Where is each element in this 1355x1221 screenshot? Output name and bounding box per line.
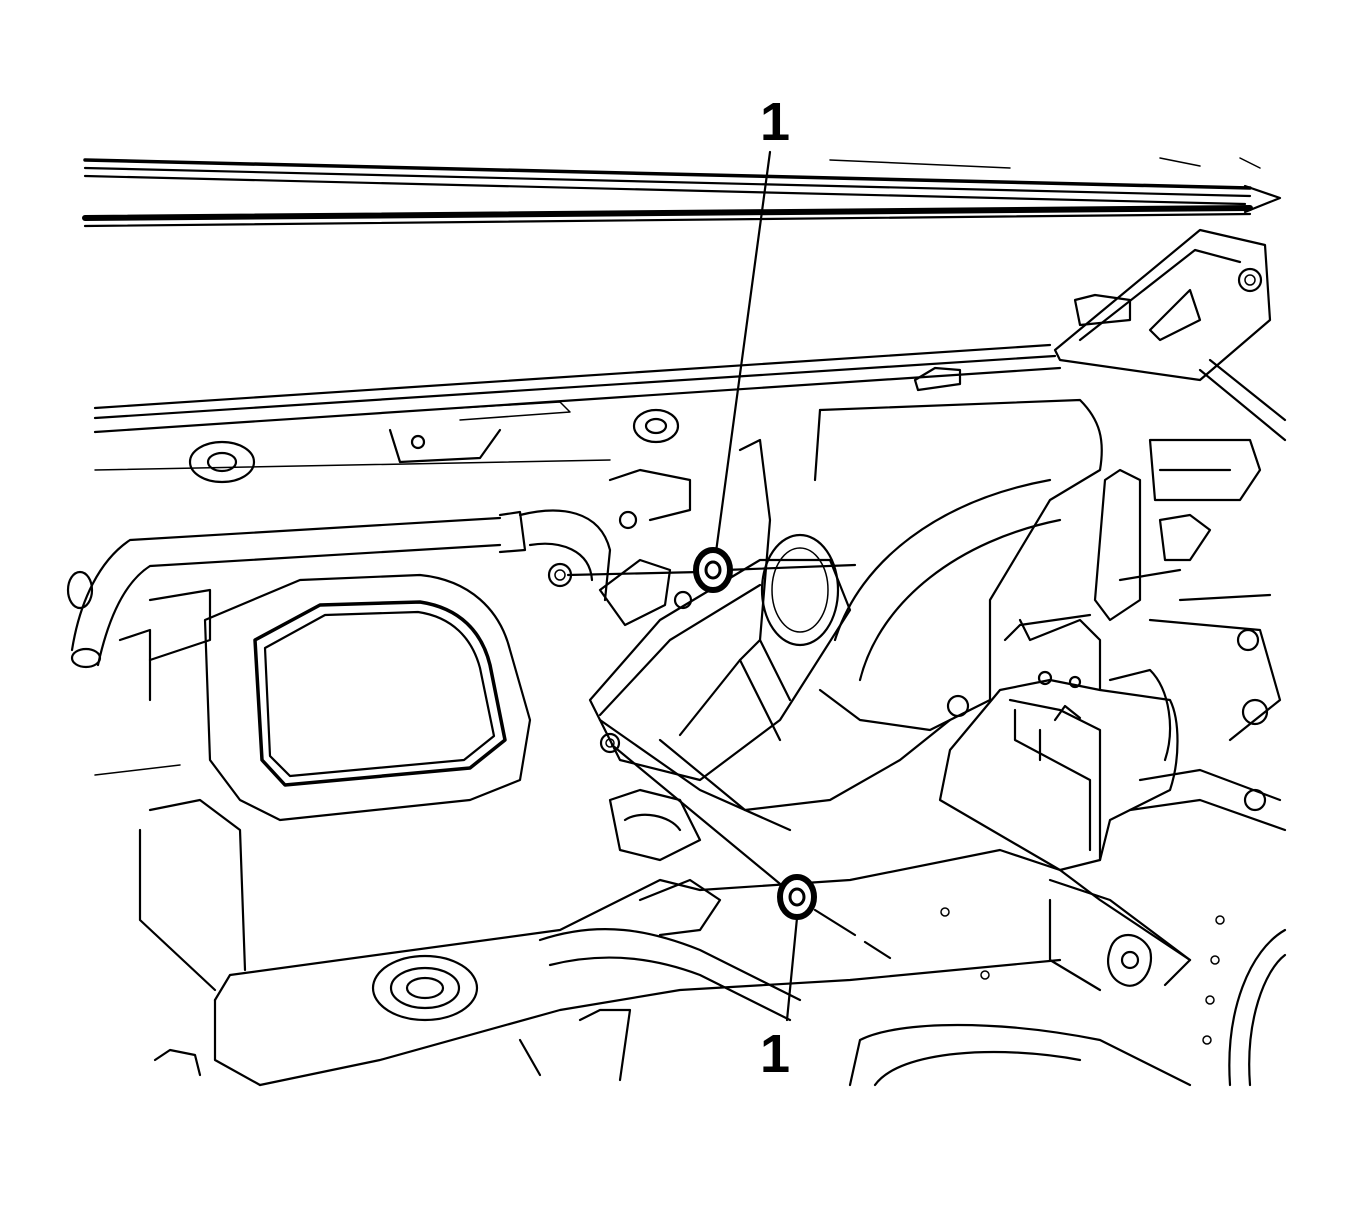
callout-label-lower: 1 [760, 1024, 790, 1084]
dash-panel-opening [94, 573, 532, 822]
lower-stud-icon [599, 732, 621, 754]
callout-leader-lower [785, 916, 799, 1022]
air-duct-housing [738, 398, 1103, 732]
upper-fastener-centerline [566, 570, 702, 577]
callout-leader-upper [714, 150, 772, 554]
lower-hose [538, 788, 802, 1022]
upper-nut-icon [693, 547, 733, 593]
lower-nut-icon [777, 874, 817, 920]
engine-compartment-right [1093, 438, 1287, 832]
upper-fastener-group [547, 547, 857, 593]
cowl-panel [93, 343, 1062, 484]
windshield-edge [82, 157, 1282, 228]
mounting-bracket [588, 468, 970, 832]
wheel-well [848, 878, 1287, 1087]
strut-tower-bracket [1053, 228, 1287, 442]
lower-fastener-centerline [610, 743, 787, 890]
hose [66, 509, 612, 669]
lower-fastener-group [599, 732, 892, 960]
brake-modulator [938, 613, 1179, 872]
callout-label-upper: 1 [760, 92, 790, 152]
upper-stud-icon [547, 562, 573, 588]
lower-frame-rail [138, 798, 1192, 1087]
